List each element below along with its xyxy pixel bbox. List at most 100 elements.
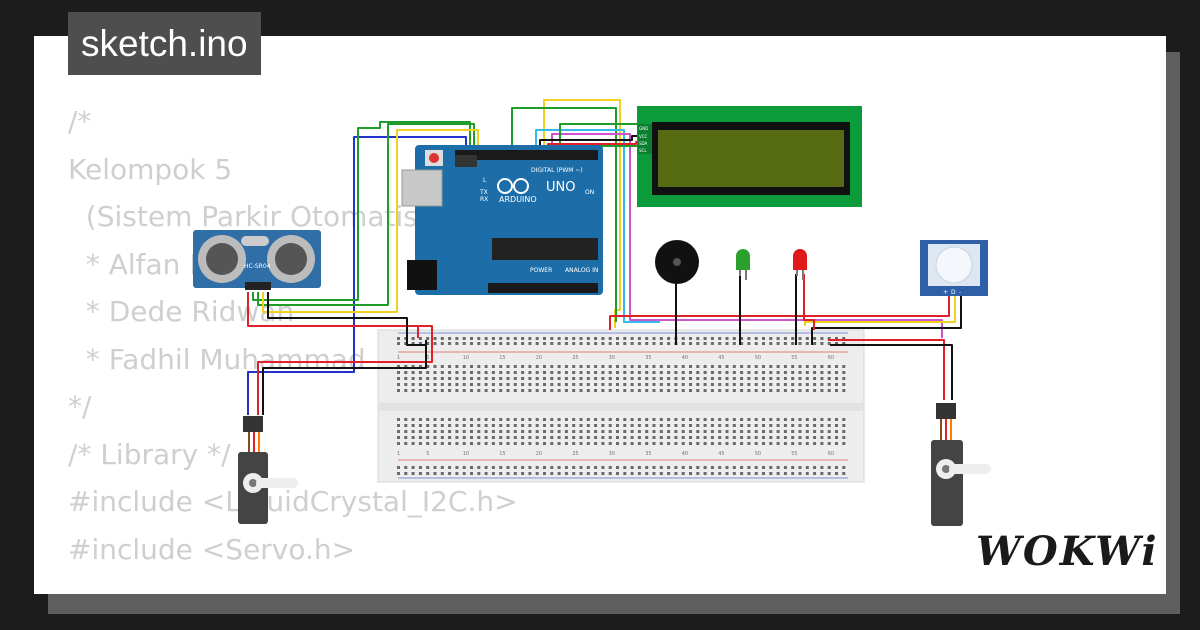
breadboard-hole[interactable] bbox=[440, 383, 444, 386]
breadboard-hole[interactable] bbox=[455, 418, 459, 421]
breadboard-hole[interactable] bbox=[557, 466, 561, 469]
breadboard-hole[interactable] bbox=[689, 383, 692, 386]
breadboard-hole[interactable] bbox=[827, 442, 831, 445]
breadboard-hole[interactable] bbox=[616, 424, 619, 427]
breadboard-hole[interactable] bbox=[783, 389, 787, 392]
breadboard-hole[interactable] bbox=[659, 389, 663, 392]
breadboard-hole[interactable] bbox=[652, 342, 656, 345]
breadboard-hole[interactable] bbox=[521, 418, 525, 421]
breadboard-hole[interactable] bbox=[623, 430, 627, 433]
breadboard-hole[interactable] bbox=[754, 418, 758, 421]
breadboard-hole[interactable] bbox=[835, 365, 838, 368]
breadboard-hole[interactable] bbox=[827, 430, 831, 433]
breadboard-hole[interactable] bbox=[732, 436, 736, 439]
breadboard-hole[interactable] bbox=[754, 342, 758, 345]
breadboard-hole[interactable] bbox=[776, 389, 780, 392]
breadboard-hole[interactable] bbox=[404, 365, 408, 368]
breadboard-hole[interactable] bbox=[667, 371, 671, 374]
breadboard-hole[interactable] bbox=[470, 383, 473, 386]
breadboard-hole[interactable] bbox=[484, 371, 488, 374]
breadboard-hole[interactable] bbox=[696, 472, 700, 475]
breadboard-hole[interactable] bbox=[754, 466, 758, 469]
breadboard-hole[interactable] bbox=[426, 342, 430, 345]
breadboard-hole[interactable] bbox=[448, 436, 452, 439]
breadboard-hole[interactable] bbox=[557, 383, 561, 386]
breadboard-hole[interactable] bbox=[616, 430, 619, 433]
breadboard-hole[interactable] bbox=[411, 365, 415, 368]
breadboard-hole[interactable] bbox=[521, 436, 525, 439]
breadboard-hole[interactable] bbox=[762, 389, 765, 392]
breadboard-hole[interactable] bbox=[659, 466, 663, 469]
breadboard-hole[interactable] bbox=[535, 442, 539, 445]
breadboard-hole[interactable] bbox=[623, 466, 627, 469]
breadboard-hole[interactable] bbox=[426, 418, 430, 421]
breadboard-hole[interactable] bbox=[813, 418, 817, 421]
breadboard-hole[interactable] bbox=[397, 472, 400, 475]
breadboard-hole[interactable] bbox=[572, 337, 576, 340]
breadboard-hole[interactable] bbox=[462, 377, 466, 380]
breadboard-hole[interactable] bbox=[462, 424, 466, 427]
breadboard-hole[interactable] bbox=[805, 418, 809, 421]
breadboard-hole[interactable] bbox=[776, 337, 780, 340]
breadboard-hole[interactable] bbox=[557, 436, 561, 439]
breadboard-hole[interactable] bbox=[667, 337, 671, 340]
breadboard-hole[interactable] bbox=[696, 383, 700, 386]
breadboard-hole[interactable] bbox=[601, 337, 605, 340]
breadboard-hole[interactable] bbox=[513, 377, 517, 380]
breadboard-hole[interactable] bbox=[689, 424, 692, 427]
breadboard-hole[interactable] bbox=[564, 377, 568, 380]
breadboard-hole[interactable] bbox=[754, 424, 758, 427]
breadboard-hole[interactable] bbox=[397, 418, 400, 421]
breadboard-hole[interactable] bbox=[667, 342, 671, 345]
breadboard-hole[interactable] bbox=[616, 365, 619, 368]
breadboard-hole[interactable] bbox=[579, 466, 583, 469]
breadboard-hole[interactable] bbox=[725, 383, 729, 386]
breadboard-hole[interactable] bbox=[543, 418, 546, 421]
breadboard-hole[interactable] bbox=[689, 377, 692, 380]
breadboard-hole[interactable] bbox=[594, 424, 598, 427]
breadboard-hole[interactable] bbox=[725, 389, 729, 392]
file-tab[interactable]: sketch.ino bbox=[68, 12, 261, 75]
breadboard-hole[interactable] bbox=[616, 472, 619, 475]
breadboard-hole[interactable] bbox=[689, 337, 692, 340]
breadboard-hole[interactable] bbox=[769, 436, 773, 439]
breadboard-hole[interactable] bbox=[543, 442, 546, 445]
breadboard-hole[interactable] bbox=[426, 389, 430, 392]
breadboard-hole[interactable] bbox=[470, 442, 473, 445]
breadboard-hole[interactable] bbox=[783, 418, 787, 421]
breadboard-hole[interactable] bbox=[725, 377, 729, 380]
breadboard-hole[interactable] bbox=[608, 430, 612, 433]
breadboard-hole[interactable] bbox=[762, 424, 765, 427]
breadboard-hole[interactable] bbox=[754, 371, 758, 374]
breadboard-hole[interactable] bbox=[608, 365, 612, 368]
breadboard-hole[interactable] bbox=[594, 472, 598, 475]
breadboard-hole[interactable] bbox=[820, 424, 824, 427]
breadboard-hole[interactable] bbox=[783, 442, 787, 445]
breadboard-hole[interactable] bbox=[491, 418, 495, 421]
breadboard-hole[interactable] bbox=[477, 342, 481, 345]
breadboard-hole[interactable] bbox=[535, 371, 539, 374]
breadboard-hole[interactable] bbox=[462, 436, 466, 439]
breadboard-hole[interactable] bbox=[411, 383, 415, 386]
breadboard-hole[interactable] bbox=[499, 424, 503, 427]
breadboard-hole[interactable] bbox=[433, 418, 437, 421]
breadboard-hole[interactable] bbox=[404, 418, 408, 421]
breadboard-hole[interactable] bbox=[703, 442, 707, 445]
breadboard-hole[interactable] bbox=[762, 383, 765, 386]
breadboard-hole[interactable] bbox=[798, 377, 802, 380]
breadboard-hole[interactable] bbox=[842, 418, 846, 421]
breadboard-hole[interactable] bbox=[521, 389, 525, 392]
breadboard-hole[interactable] bbox=[747, 365, 751, 368]
breadboard-hole[interactable] bbox=[564, 442, 568, 445]
breadboard-hole[interactable] bbox=[659, 424, 663, 427]
breadboard-hole[interactable] bbox=[667, 365, 671, 368]
breadboard-hole[interactable] bbox=[732, 337, 736, 340]
breadboard-hole[interactable] bbox=[535, 466, 539, 469]
breadboard-hole[interactable] bbox=[404, 377, 408, 380]
breadboard-hole[interactable] bbox=[637, 337, 641, 340]
breadboard-hole[interactable] bbox=[776, 371, 780, 374]
breadboard-hole[interactable] bbox=[776, 365, 780, 368]
breadboard-hole[interactable] bbox=[557, 365, 561, 368]
breadboard-hole[interactable] bbox=[411, 342, 415, 345]
breadboard-hole[interactable] bbox=[689, 389, 692, 392]
